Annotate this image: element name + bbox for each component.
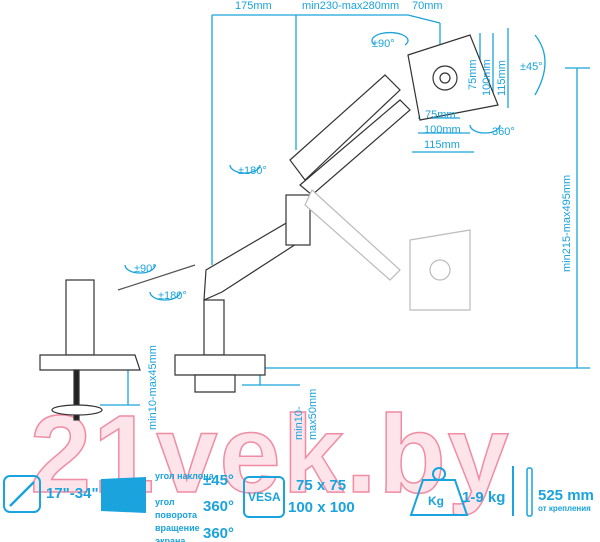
weight-badge: Kg <box>428 494 444 508</box>
dim-70: 70mm <box>412 0 443 12</box>
reach-note: от крепления <box>538 504 591 513</box>
reach-value: 525 mm <box>538 487 594 504</box>
arm-parts <box>39 34 499 421</box>
dim-tilt: ±45° <box>520 61 543 73</box>
weight-range: 1-9 kg <box>462 489 506 506</box>
tilt-value: ±45° <box>203 472 234 489</box>
dim-vesa-v115: 115mm <box>496 60 508 96</box>
vesa-100: 100 x 100 <box>288 499 355 516</box>
dim-vesa-h100: 100mm <box>424 124 461 136</box>
vesa-75: 75 x 75 <box>296 477 347 494</box>
screen-size: 17"-34" <box>46 485 99 502</box>
dim-clamp: min10-max45mm <box>147 345 159 430</box>
dim-grommet-2: max50mm <box>307 388 319 440</box>
dim-175: 175mm <box>235 0 272 12</box>
dim-vesa-h75: 75mm <box>425 109 456 121</box>
tilt-label: угол наклона <box>155 471 214 481</box>
spec-icons <box>3 466 533 518</box>
dim-grommet-1: min10- <box>293 406 305 440</box>
dim-vesa-v100: 100mm <box>481 59 493 96</box>
dim-base-rotate: ±90° <box>134 263 157 275</box>
spin-value: 360° <box>203 525 235 542</box>
weight-icon <box>409 479 469 516</box>
dim-base-swivel: ±180° <box>158 290 187 302</box>
dim-height: min215-max495mm <box>561 174 573 272</box>
dim-reach: min230-max280mm <box>302 0 400 12</box>
dim-plate-rotate: ±90° <box>372 38 395 50</box>
vesa-icon <box>243 476 285 518</box>
rotate-label: угол поворота <box>155 497 198 520</box>
spin-label: вращение экрана <box>155 523 200 542</box>
dim-vesa-v75: 75mm <box>467 59 479 90</box>
rotate-value: 360° <box>203 498 235 515</box>
dim-rotation: 360° <box>492 126 515 138</box>
dim-elbow-swivel: ±180° <box>238 165 267 177</box>
screen-size-icon <box>3 475 41 513</box>
monitor-tilt-icon <box>101 476 146 514</box>
dim-vesa-h115: 115mm <box>424 139 460 151</box>
dimension-lines <box>100 14 590 406</box>
vesa-badge: VESA <box>248 490 281 504</box>
